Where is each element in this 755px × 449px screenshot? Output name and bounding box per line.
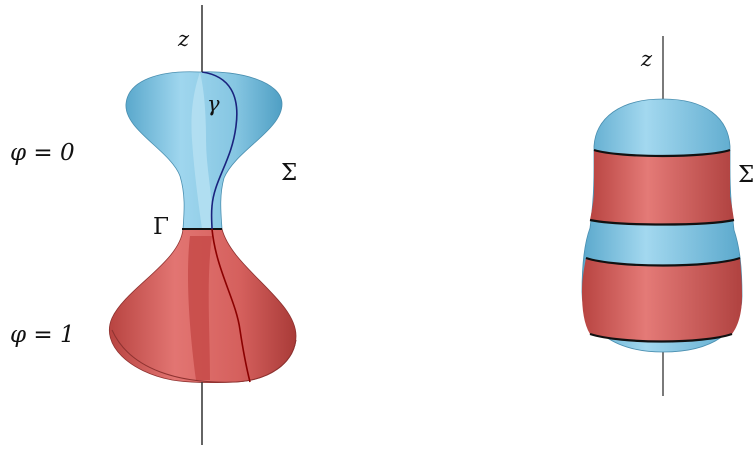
right-z-label: z [640,47,653,71]
right-interface-curve-1 [593,148,731,158]
right-interface-curve-3 [585,256,741,267]
left-z-label: z [177,27,190,51]
right-interface-curve-2 [589,218,735,226]
left-generating-curve-red [211,228,251,383]
right-interface-curve-4 [589,332,733,343]
left-sigma-label: Σ [281,160,297,186]
right-capsule-figure: z Σ [581,36,754,396]
left-phase-bottom-label: φ = 1 [10,322,75,348]
left-red-cut-face [188,236,212,380]
left-interface-label: Γ [153,214,169,240]
right-red-band-lower [582,258,742,342]
left-generating-curve-blue [201,71,238,230]
left-blue-cut-face [191,72,213,229]
left-hourglass-figure: z γ Σ Γ φ = 0 φ = 1 [10,5,297,445]
left-gamma-curve-label: γ [207,92,220,116]
right-red-band-upper [590,150,734,225]
left-red-rim [111,329,297,383]
left-phase-top-label: φ = 0 [10,140,75,166]
right-sigma-label: Σ [738,162,754,188]
